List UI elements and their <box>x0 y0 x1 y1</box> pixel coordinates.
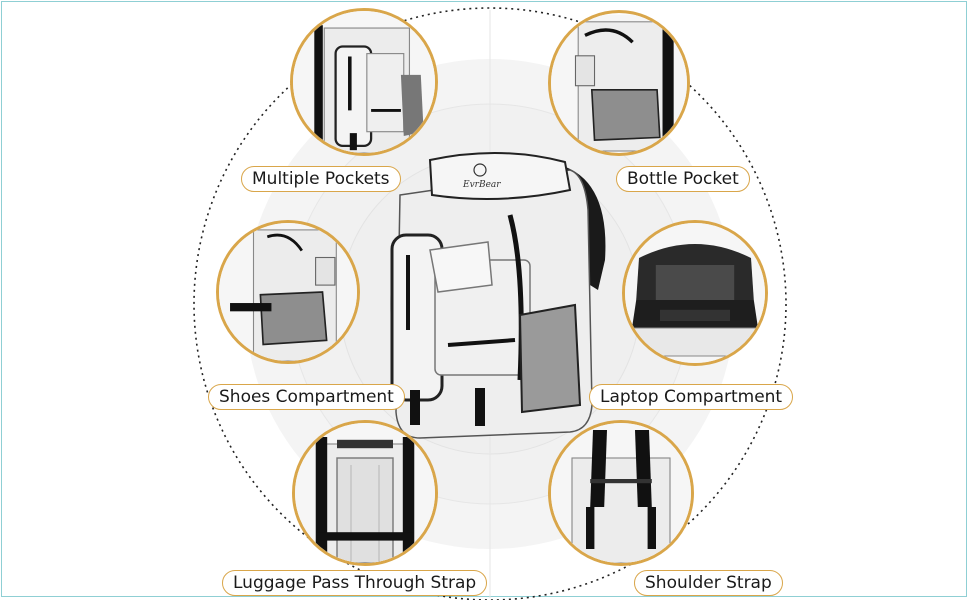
shoulder-strap-image <box>548 420 694 566</box>
label-shoes-compartment: Shoes Compartment <box>208 384 405 410</box>
multiple-pockets-image <box>290 8 438 156</box>
bottle-pocket-image <box>548 10 690 156</box>
label-multiple-pockets: Multiple Pockets <box>241 166 401 192</box>
laptop-compartment-image <box>622 220 768 366</box>
label-shoulder-strap: Shoulder Strap <box>634 570 783 596</box>
main-backpack-image: EvrBear <box>370 150 620 440</box>
brand-logo: EvrBear <box>462 180 501 190</box>
shoes-compartment-image <box>216 220 360 364</box>
label-laptop-compartment: Laptop Compartment <box>589 384 794 410</box>
luggage-strap-image <box>292 420 438 566</box>
label-luggage-strap: Luggage Pass Through Strap <box>222 570 488 596</box>
label-bottle-pocket: Bottle Pocket <box>616 166 750 192</box>
